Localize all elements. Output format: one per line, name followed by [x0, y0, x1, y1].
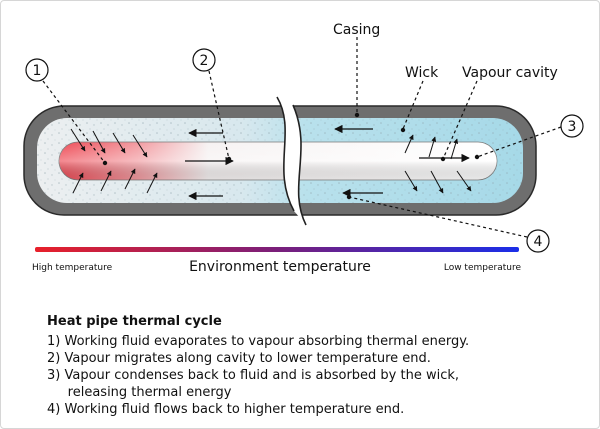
- environment-temperature-label: Environment temperature: [189, 259, 371, 275]
- step-marker-4: [526, 229, 550, 253]
- caption-title: Heat pipe thermal cycle: [47, 314, 222, 329]
- evaporation-arrows: [70, 128, 158, 194]
- caption-step-2: 2) Vapour migrates along cavity to lower…: [47, 351, 431, 366]
- wick-label: Wick: [405, 65, 439, 81]
- step-marker-2: [192, 48, 216, 72]
- liquid-return-arrows: [188, 124, 383, 201]
- callout-line-4: [348, 196, 528, 238]
- pipe-break: [277, 97, 306, 225]
- heat-pipe-diagram: 1 2 3 4 Casing Wick Vapour cavity High t…: [23, 22, 584, 275]
- casing-label: Casing: [333, 22, 380, 38]
- condensation-arrows: [404, 134, 472, 194]
- step-marker-3: [560, 114, 584, 138]
- step-number-3: 3: [568, 119, 577, 135]
- caption-step-3-continued: releasing thermal energy: [47, 385, 232, 400]
- temperature-gradient-bar: [35, 247, 519, 252]
- callout-line-vapour: [442, 80, 478, 160]
- caption-step-1: 1) Working fluid evaporates to vapour ab…: [47, 334, 470, 349]
- step-marker-1: [25, 58, 49, 82]
- vapour-cavity-label: Vapour cavity: [462, 65, 558, 81]
- thermal-cycle-caption: Heat pipe thermal cycle 1) Working fluid…: [47, 313, 587, 418]
- high-temperature-label: High temperature: [32, 263, 113, 273]
- step-number-1: 1: [33, 63, 42, 79]
- callout-line-wick: [402, 80, 424, 130]
- step-number-2: 2: [200, 53, 209, 69]
- callout-line-3: [476, 126, 562, 158]
- caption-step-4: 4) Working fluid flows back to higher te…: [47, 402, 405, 417]
- step-number-4: 4: [534, 234, 543, 250]
- caption-step-3: 3) Vapour condenses back to fluid and is…: [47, 368, 460, 383]
- callout-line-1: [42, 80, 106, 164]
- low-temperature-label: Low temperature: [444, 263, 522, 273]
